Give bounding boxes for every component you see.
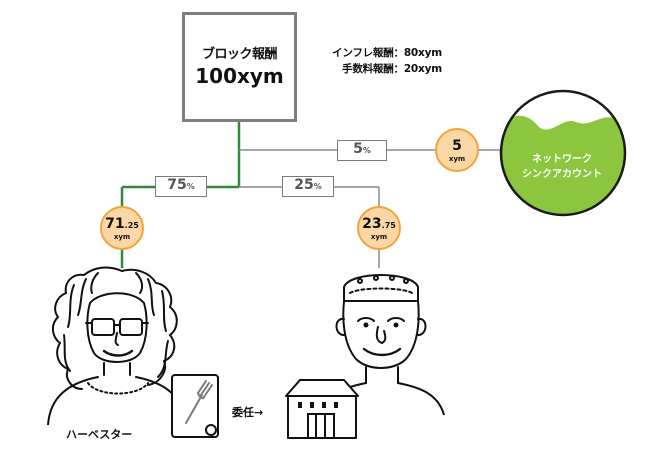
harvester-reward-dec: .25 [124,221,139,230]
harvester-split-box: 75% [155,176,207,197]
network-sink-icon [499,89,627,217]
block-reward-box: ブロック報酬 100xym [182,12,297,122]
network-reward-coin: 5 xym [435,128,479,172]
network-split-value: 5 [353,141,363,157]
node-reward-currency: xym [370,233,388,241]
harvester-label: ハーベスター [66,428,133,441]
network-split-box: 5% [337,140,387,161]
block-reward-amount: 100xym [195,63,284,88]
fork-card-icon [171,374,219,438]
node-building-icon [285,379,359,439]
network-sink-label: ネットワーク シンクアカウント [500,152,624,182]
node-operator-portrait [320,274,445,415]
node-reward-int: 23 [362,216,382,232]
node-split-unit: % [313,182,322,191]
harvester-split-unit: % [186,182,195,191]
block-reward-title: ブロック報酬 [201,46,278,62]
node-reward-dec: .75 [381,221,396,230]
harvester-portrait [47,266,187,425]
harvester-reward-coin: 71.25 xym [100,206,144,250]
network-sink-line2: シンクアカウント [522,169,602,180]
node-split-value: 25 [294,177,314,193]
network-reward-currency: xym [448,155,466,163]
network-split-unit: % [362,146,371,155]
delegate-label: 委任→ [232,406,264,419]
harvester-reward-currency: xym [113,233,131,241]
harvester-reward-int: 71 [105,216,125,232]
network-sink-line1: ネットワーク [532,154,592,165]
fee-reward: 手数料報酬：20xym [342,63,442,75]
node-split-box: 25% [282,176,334,197]
reward-breakdown: インフレ報酬：80xym 手数料報酬：20xym [310,45,442,77]
network-reward-int: 5 [452,138,462,154]
inflation-reward: インフレ報酬：80xym [332,47,442,59]
node-reward-coin: 23.75 xym [357,206,401,250]
harvester-split-value: 75 [167,177,187,193]
